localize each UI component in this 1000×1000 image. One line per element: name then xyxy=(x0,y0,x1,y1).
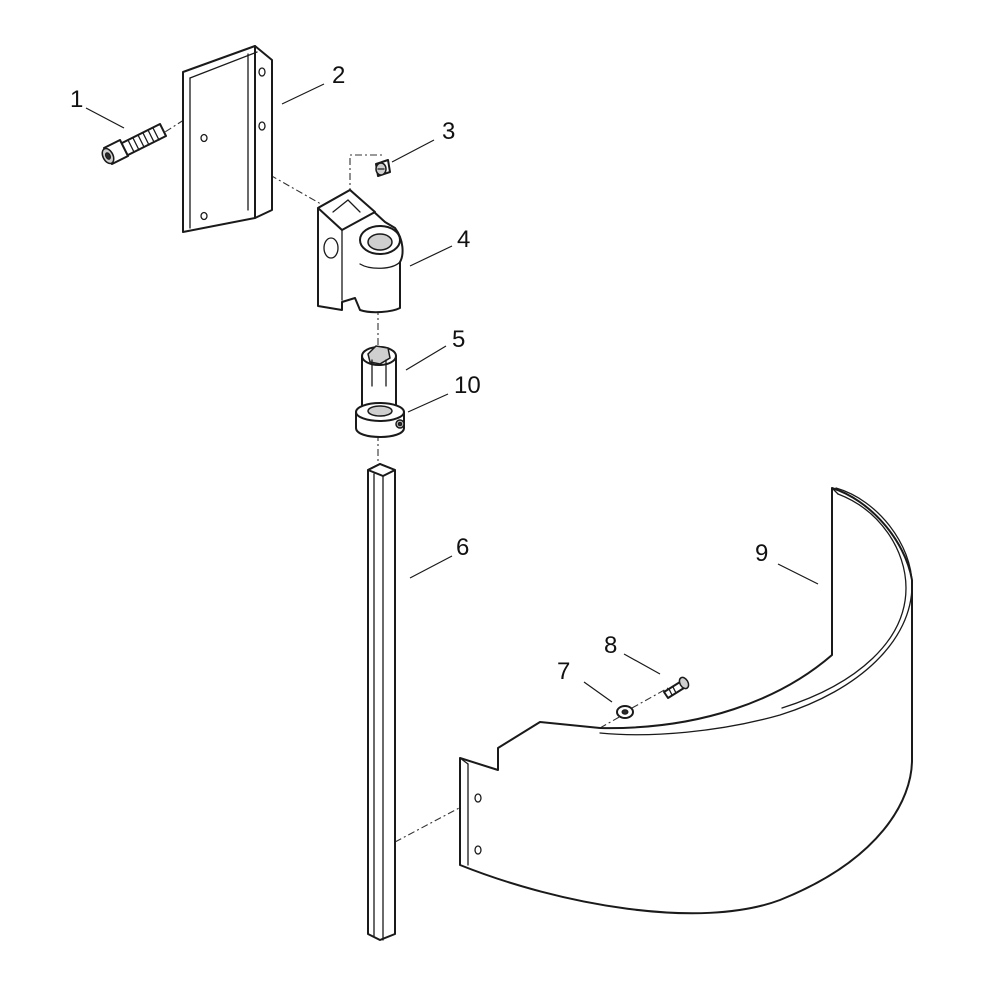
square-rod-part xyxy=(367,463,396,941)
shield-hole xyxy=(474,845,482,855)
pin-square-key xyxy=(367,345,391,365)
washer-part xyxy=(616,705,634,719)
leader-9 xyxy=(777,563,819,585)
shield-top-edge-inner xyxy=(781,493,907,709)
callout-8: 8 xyxy=(604,632,618,659)
leader-lines xyxy=(85,83,819,703)
bracket-hole xyxy=(258,67,266,77)
shield-top-edge xyxy=(599,487,913,736)
shield-hole xyxy=(474,793,482,803)
cap-screw-part xyxy=(101,123,167,165)
leader-4 xyxy=(409,245,453,267)
callout-7: 7 xyxy=(557,658,571,685)
shield-outer xyxy=(459,487,913,915)
callout-1: 1 xyxy=(70,86,84,113)
leader-2 xyxy=(281,83,325,105)
set-screw-part xyxy=(375,159,391,177)
hinge-block-part xyxy=(317,189,404,314)
hex-socket xyxy=(104,152,112,160)
callout-10: 10 xyxy=(454,372,481,399)
axis-setscrew xyxy=(349,154,383,195)
callout-9: 9 xyxy=(755,540,769,567)
leader-1 xyxy=(85,107,125,129)
axis-bracket-to-block xyxy=(204,137,336,213)
callout-3: 3 xyxy=(442,118,456,145)
callout-4: 4 xyxy=(457,226,471,253)
bracket-hole xyxy=(200,211,208,221)
block-side-hole xyxy=(323,237,339,259)
collar-bore xyxy=(367,405,393,417)
leader-10 xyxy=(407,393,449,413)
angle-bracket-part xyxy=(182,45,273,233)
block-top xyxy=(317,189,376,231)
callout-2: 2 xyxy=(332,62,346,89)
bracket-side-flange xyxy=(254,45,273,219)
leader-5 xyxy=(405,345,447,371)
curved-shield-part xyxy=(459,487,913,915)
block-bore-inner xyxy=(367,233,393,251)
leader-3 xyxy=(391,139,435,163)
axis-screw-to-washer xyxy=(631,687,669,709)
callout-6: 6 xyxy=(456,534,470,561)
shield-flange-edge xyxy=(459,757,469,765)
block-curve xyxy=(359,261,401,269)
small-screw-part xyxy=(663,676,690,699)
leader-6 xyxy=(409,555,453,579)
bracket-hole xyxy=(258,121,266,131)
leader-7 xyxy=(583,681,613,703)
small-screw-head xyxy=(678,676,690,690)
washer-hole xyxy=(621,709,629,715)
pivot-pin-part xyxy=(361,345,397,411)
rod-body xyxy=(367,463,396,941)
block-slot xyxy=(332,199,361,213)
rod-top xyxy=(367,463,396,477)
leader-8 xyxy=(623,653,661,675)
screw-thread xyxy=(127,127,160,153)
bracket-edge xyxy=(189,51,258,79)
callout-5: 5 xyxy=(452,326,466,353)
bracket-hole xyxy=(200,133,208,143)
collar-part xyxy=(355,402,405,438)
bracket-front-plate xyxy=(182,45,256,233)
